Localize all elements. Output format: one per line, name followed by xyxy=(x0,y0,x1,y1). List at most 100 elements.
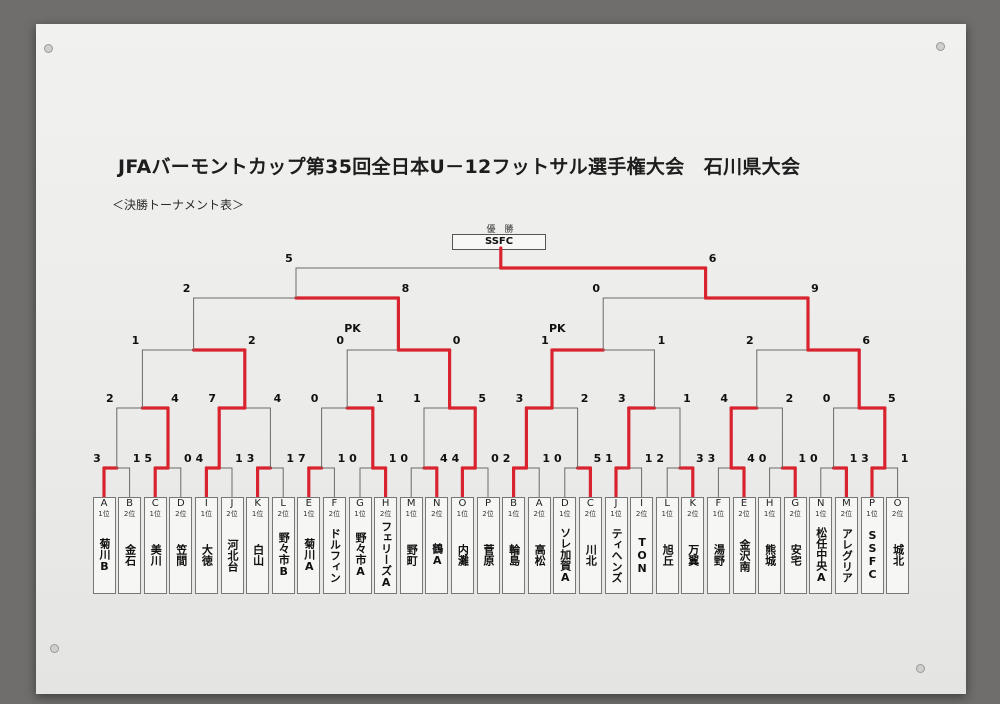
team-code: D xyxy=(560,498,569,509)
score-label: 0 xyxy=(758,452,767,465)
score-label: 3 xyxy=(246,452,255,465)
score-label: 2 xyxy=(247,334,256,347)
team-code: M xyxy=(406,498,416,509)
team-code: K xyxy=(689,498,697,509)
team-name: TON xyxy=(635,535,649,575)
score-label: 1 xyxy=(644,452,653,465)
score-label: 4 xyxy=(439,452,448,465)
score-label: 4 xyxy=(273,392,282,405)
pin-icon xyxy=(50,644,59,653)
team-rank: 2位 xyxy=(379,510,392,518)
poster-title: JFAバーモントカップ第35回全日本U－12フットサル選手権大会 石川県大会 xyxy=(118,156,801,178)
team-code: C xyxy=(586,498,594,509)
team-code: E xyxy=(740,498,748,509)
score-label: 0 xyxy=(349,452,357,465)
score-label: 2 xyxy=(580,392,589,405)
team-name: 安宅 xyxy=(789,544,803,566)
team-name: 湯野 xyxy=(712,544,726,566)
score-label: 0 xyxy=(553,452,562,465)
score-label: 1 xyxy=(542,452,551,465)
team-name: 美川 xyxy=(149,544,163,566)
team-name: 鶴A xyxy=(430,543,444,567)
team-code: H xyxy=(381,498,390,509)
score-label: 1 xyxy=(798,452,807,465)
score-label: 2 xyxy=(785,392,794,405)
score-label: 1 xyxy=(657,334,666,347)
score-label: 1 xyxy=(388,452,397,465)
score-label: 6 xyxy=(862,334,871,347)
team-rank: 2位 xyxy=(277,510,289,518)
team-code: K xyxy=(254,498,261,509)
score-label: 1 xyxy=(131,334,140,347)
score-label: 0 xyxy=(592,282,601,295)
team-name: 川北 xyxy=(584,544,598,566)
team-rank: 1位 xyxy=(405,510,417,518)
team-rank: 1位 xyxy=(303,510,315,518)
team-rank: 2位 xyxy=(123,510,136,518)
score-label: 1 xyxy=(849,452,858,465)
team-rank: 1位 xyxy=(763,510,776,518)
team-name: 菊川A xyxy=(302,537,316,573)
team-code: H xyxy=(765,498,774,509)
team-code: B xyxy=(510,498,518,509)
team-rank: 1位 xyxy=(712,510,725,518)
score-label: 5 xyxy=(144,452,153,465)
team-name: ソレ加賀A xyxy=(558,526,572,584)
score-label: 0 xyxy=(400,452,409,465)
team-rank: 1位 xyxy=(200,510,213,518)
team-code: B xyxy=(126,498,134,509)
score-label: 6 xyxy=(708,252,717,265)
team-code: F xyxy=(715,498,722,509)
pk-label: PK xyxy=(549,322,566,335)
score-label: 4 xyxy=(720,392,729,405)
team-name: ドルフィン xyxy=(328,527,342,583)
team-code: G xyxy=(791,498,800,509)
score-label: 3 xyxy=(515,392,524,405)
score-label: 4 xyxy=(195,452,204,465)
team-rank: 2位 xyxy=(789,510,801,518)
team-name: ティヘンズ xyxy=(610,527,623,583)
score-label: 1 xyxy=(413,392,421,405)
score-label: 1 xyxy=(900,452,909,465)
score-label: 2 xyxy=(502,452,511,465)
team-name: 河北台 xyxy=(226,538,239,572)
score-label: 2 xyxy=(745,334,754,347)
score-label: 1 xyxy=(375,392,384,405)
score-label: 3 xyxy=(861,452,869,465)
team-name: 野々市B xyxy=(277,532,291,578)
score-label: 1 xyxy=(235,452,243,465)
score-label: 5 xyxy=(285,252,293,265)
pk-label: PK xyxy=(344,322,361,335)
score-label: 2 xyxy=(182,282,191,295)
team-code: J xyxy=(230,498,234,509)
team-name: 城北 xyxy=(891,544,905,566)
team-name: 内灘 xyxy=(456,544,470,566)
score-label: 2 xyxy=(105,392,114,405)
score-label: 0 xyxy=(491,452,499,465)
team-code: A xyxy=(100,498,108,509)
team-rank: 1位 xyxy=(354,510,366,518)
team-rank: 2位 xyxy=(482,510,494,518)
champion-box: SSFC xyxy=(452,234,546,250)
pin-icon xyxy=(44,44,53,53)
score-label: 8 xyxy=(401,282,410,295)
score-label: 3 xyxy=(617,392,626,405)
score-label: 7 xyxy=(208,392,217,405)
score-label: 9 xyxy=(811,282,819,295)
team-rank: 1位 xyxy=(507,510,520,518)
score-label: 3 xyxy=(93,452,101,465)
team-name: 菊川B xyxy=(98,537,111,573)
team-name: 大徳 xyxy=(200,544,214,566)
team-name: 白山 xyxy=(251,544,265,566)
